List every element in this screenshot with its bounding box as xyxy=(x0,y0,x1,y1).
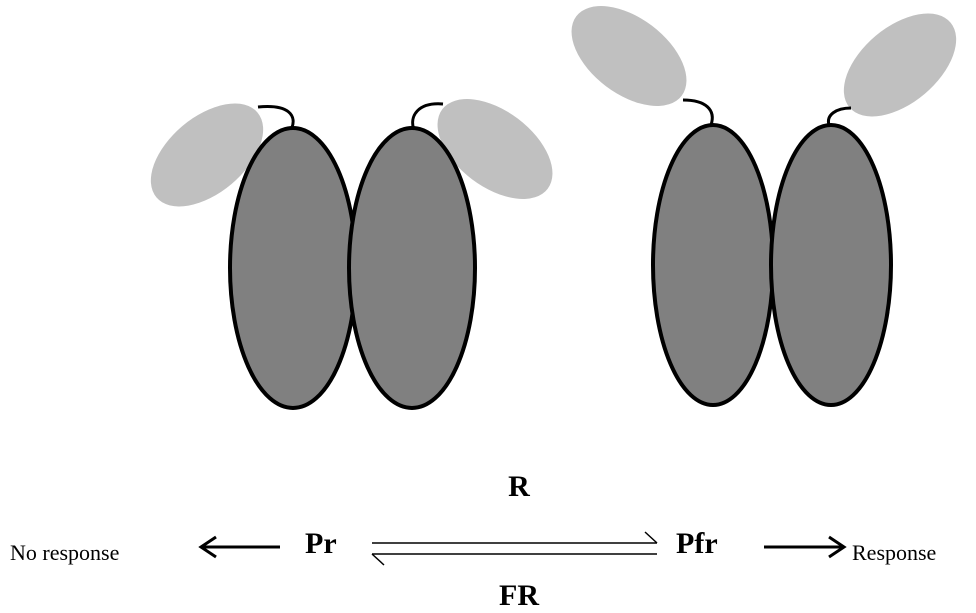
forward-arrow-barb xyxy=(645,532,657,543)
pfr-label: Pfr xyxy=(676,527,718,560)
pfr-right-linker xyxy=(828,108,851,125)
pfr-dimer xyxy=(553,0,975,405)
pfr-right-body xyxy=(771,125,891,405)
equilibrium-arrows xyxy=(372,532,657,565)
pfr-right-light-domain xyxy=(825,0,975,137)
reverse-arrow-barb xyxy=(372,554,384,565)
reverse-light-label: FR xyxy=(499,579,539,612)
response-label: Response xyxy=(852,540,936,565)
pfr-left-light-domain xyxy=(553,0,704,126)
pr-right-body xyxy=(349,128,475,408)
pr-label: Pr xyxy=(305,527,337,560)
pr-dimer xyxy=(132,79,571,408)
pfr-left-body xyxy=(653,125,773,405)
pr-left-body xyxy=(230,128,356,408)
pfr-left-linker xyxy=(683,100,712,125)
no-response-arrow xyxy=(201,537,280,557)
no-response-label: No response xyxy=(10,540,119,565)
response-arrow xyxy=(764,537,844,557)
forward-light-label: R xyxy=(508,470,530,503)
